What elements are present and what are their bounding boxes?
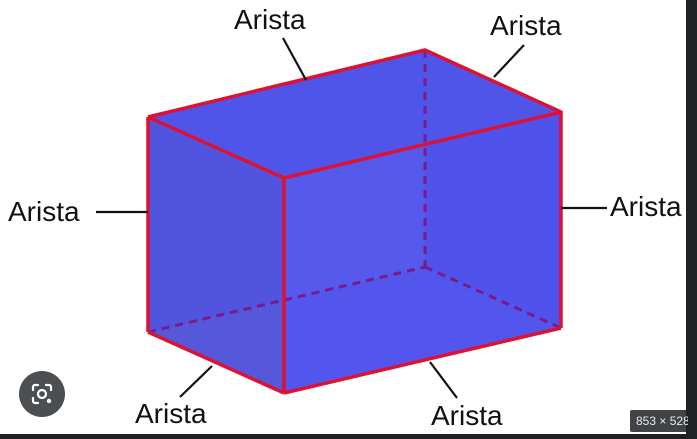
- google-lens-button[interactable]: [19, 371, 65, 417]
- visible-edges: [146, 48, 563, 395]
- leader-bottom-right: [429, 361, 458, 399]
- hidden-edges: [147, 50, 562, 334]
- edge-bottom-left: [147, 330, 285, 395]
- edge-label-bottom-right: Arista: [431, 400, 503, 431]
- front-face: [284, 112, 561, 393]
- diagram-image[interactable]: Arista Arista Arista Arista Arista Arist…: [0, 0, 686, 434]
- google-lens-icon: [31, 383, 53, 405]
- hidden-edge-back-bottom: [147, 265, 426, 334]
- hidden-edge-right-bottom: [424, 265, 562, 330]
- scrollbar[interactable]: [688, 0, 697, 439]
- edge-label-left: Arista: [8, 196, 80, 227]
- edge-label-top-left: Arista: [234, 4, 306, 35]
- image-size-badge: 853 × 528: [630, 410, 696, 432]
- edge-label-top-right: Arista: [490, 10, 562, 41]
- leader-top-left: [282, 37, 307, 81]
- edge-label-bottom-left: Arista: [135, 398, 207, 429]
- leader-top-right: [493, 44, 525, 78]
- top-face: [148, 50, 561, 178]
- cuboid-diagram: [96, 37, 607, 399]
- leader-bottom-left: [179, 365, 213, 398]
- leader-lines: [96, 37, 607, 399]
- edge-label-right: Arista: [610, 191, 682, 222]
- edge-bottom-front: [283, 326, 562, 395]
